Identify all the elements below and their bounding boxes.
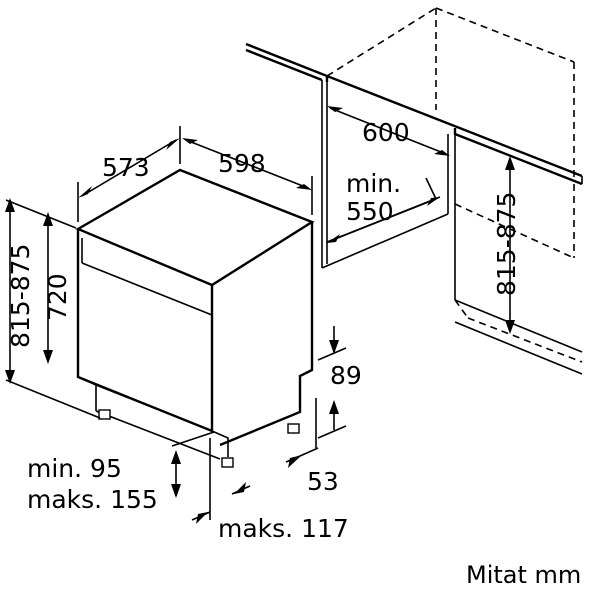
plinth-depth-label: 53	[307, 467, 339, 496]
units-note: Mitat mm	[466, 561, 581, 589]
dishwasher-body	[75, 168, 315, 460]
adjustable-feet	[98, 409, 300, 468]
plinth-recess-max-label: maks. 155	[27, 485, 158, 514]
niche-width-label: 600	[362, 118, 410, 147]
door-projection-label: maks. 117	[218, 514, 349, 543]
width-label: 598	[218, 149, 266, 178]
installation-niche	[245, 7, 583, 375]
total-height-label: 815-875	[6, 244, 35, 348]
body-height-label: 720	[43, 273, 72, 321]
niche-depth-value-label: 550	[346, 197, 394, 226]
niche-depth-min-label: min.	[346, 169, 401, 198]
depth-label: 573	[102, 153, 150, 182]
dimension-lines	[5, 106, 515, 524]
plinth-height-label: 89	[330, 361, 362, 390]
plinth-recess-min-label: min. 95	[27, 454, 122, 483]
niche-height-label: 815-875	[492, 192, 521, 296]
